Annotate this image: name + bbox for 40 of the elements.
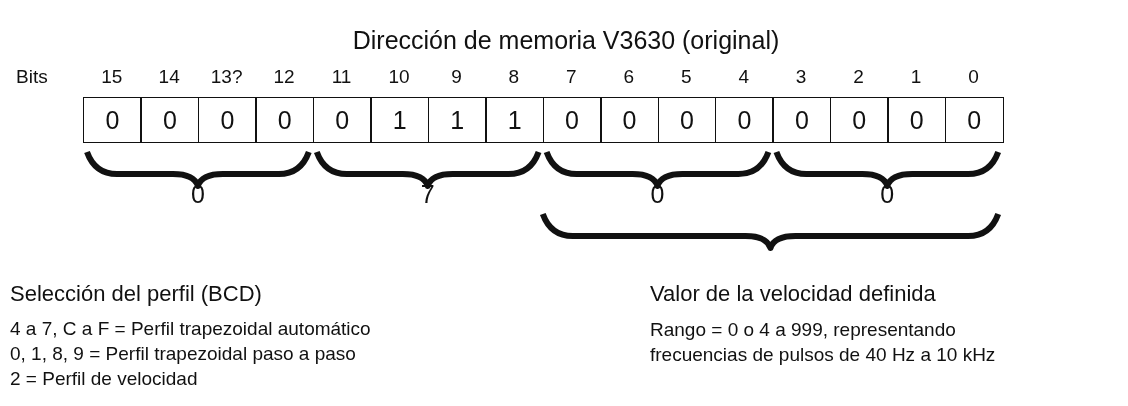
bit-value-cell: 0 [140,97,200,143]
bit-number: 10 [388,66,410,88]
bit-number: 2 [853,66,864,88]
bit-value-cell: 0 [829,97,889,143]
legend-line: 2 = Perfil de velocidad [10,368,198,390]
bit-number: 0 [968,66,979,88]
bit-value-cell: 0 [197,97,257,143]
bit-value-cell: 0 [255,97,315,143]
bit-value-cell: 0 [542,97,602,143]
bit-number: 5 [680,66,692,88]
bit-value-cell: 0 [312,97,372,143]
bit-value-cell: 1 [485,97,545,143]
bit-value-cell: 0 [714,97,774,143]
bit-number: 4 [738,66,749,88]
title: Dirección de memoria V3630 (original) [352,26,780,55]
legend-line: 4 a 7, C a F = Perfil trapezoidal automático [10,318,371,340]
bit-number: 11 [331,66,352,88]
bit-value-cell: 0 [772,97,832,143]
bit-number: 6 [623,66,635,88]
legend-line: 0, 1, 8, 9 = Perfil trapezoidal paso a paso [10,343,356,365]
bit-number: 8 [508,66,520,88]
bit-value-cell: 0 [887,97,947,143]
section-heading: Selección del perfil (BCD) [10,281,262,307]
bit-number: 14 [158,66,180,88]
bit-number: 9 [451,66,462,88]
axis-label: Bits [16,66,48,88]
bit-value-cell: 0 [600,97,659,143]
bit-number: 13? [210,66,243,88]
bit-value-cell: 0 [944,97,1004,143]
bit-number: 15 [101,66,123,88]
bit-value-cell: 0 [657,97,717,143]
description-text: Rango = 0 o 4 a 999, representando frecuencias de pulsos de 40 Hz a 10 kHz [650,318,997,367]
bit-number: 12 [273,66,295,88]
bit-number: 3 [795,66,807,88]
bit-number: 7 [566,66,577,88]
bit-value-cell: 0 [83,97,142,143]
bit-number: 1 [910,66,922,88]
section-heading: Valor de la velocidad definida [650,281,936,307]
bit-value-cell: 1 [370,97,430,143]
bit-value-cell: 1 [427,97,487,143]
